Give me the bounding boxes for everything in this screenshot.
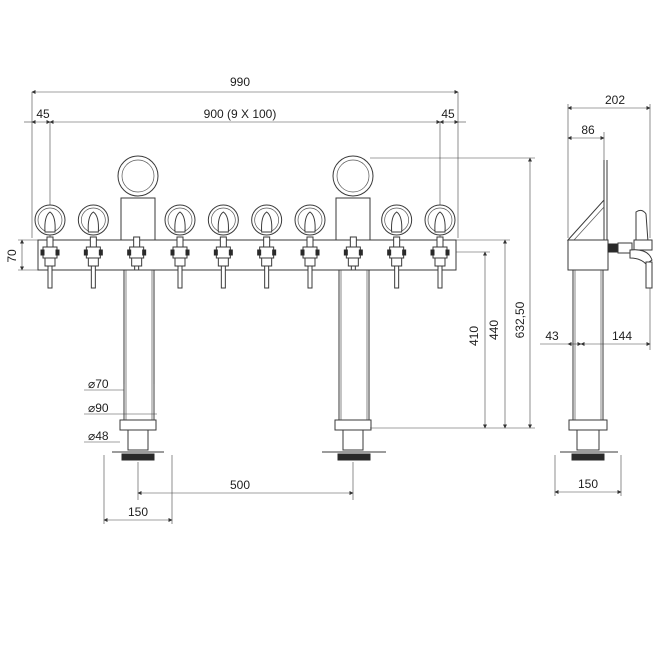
tap-medallion (294, 204, 326, 236)
side-top-offset-label: 86 (581, 123, 595, 137)
diameter-label-2: ⌀90 (88, 401, 109, 415)
dim-diameters: ⌀70 ⌀90 ⌀48 (84, 377, 157, 443)
tap-faucet (213, 236, 233, 289)
height-410-label: 410 (467, 326, 481, 346)
dim-side-offsets: 43 144 (540, 288, 651, 350)
height-440-label: 440 (487, 320, 501, 340)
side-base-width-label: 150 (578, 477, 598, 491)
tap-medallion (34, 204, 66, 236)
tap-medallions (34, 204, 456, 236)
side-depth-label: 202 (605, 93, 625, 107)
tap-medallion (251, 204, 283, 236)
tap-faucets (40, 236, 450, 289)
base-width-label: 150 (128, 505, 148, 519)
side-tap-projection-label: 144 (612, 329, 632, 343)
dim-bar-height: 70 (5, 239, 38, 271)
side-column-offset-label: 43 (545, 329, 559, 343)
tap-medallion (424, 204, 456, 236)
side-column (560, 269, 618, 461)
column-top-medallion-left (117, 155, 159, 241)
side-medallion-plate (566, 160, 608, 241)
tap-faucet (430, 236, 450, 289)
column-left (112, 269, 164, 461)
tap-medallion (164, 204, 196, 236)
dim-side-top-offset: 86 (567, 123, 605, 160)
diameter-label-3: ⌀48 (88, 429, 109, 443)
dim-side-depth: 202 (567, 93, 651, 238)
tap-faucet (83, 236, 103, 289)
tap-faucet (40, 236, 60, 289)
leg-spacing-label: 500 (230, 478, 250, 492)
tap-faucet (387, 236, 407, 289)
front-view: 990 45 900 (9 X 100) 45 70 (5, 75, 535, 524)
dim-leg-spacing: 500 (137, 462, 354, 500)
tap-faucet (257, 236, 277, 289)
side-tap-faucet (629, 209, 653, 289)
tap-spacing-label: 900 (9 X 100) (204, 107, 277, 121)
tap-bar (37, 239, 457, 271)
edge-right-label: 45 (441, 107, 455, 121)
dim-base-width: 150 (103, 455, 173, 524)
column-top-medallion-right (332, 155, 374, 241)
side-view: 202 86 (540, 93, 653, 496)
dim-heights: 410 440 632,50 (370, 157, 535, 429)
tap-faucet (170, 236, 190, 289)
overall-width-label: 990 (230, 75, 250, 89)
column-right (322, 269, 386, 461)
tap-faucet (300, 236, 320, 289)
dim-overall-width: 990 (31, 75, 459, 238)
height-632-label: 632,50 (513, 301, 527, 338)
bar-height-label: 70 (5, 249, 19, 263)
diameter-label-1: ⌀70 (88, 377, 109, 391)
tap-medallion (77, 204, 109, 236)
dim-side-base: 150 (554, 455, 622, 496)
edge-left-label: 45 (36, 107, 50, 121)
side-bar-block (567, 239, 633, 271)
tap-medallion (207, 204, 239, 236)
tap-medallion (381, 204, 413, 236)
